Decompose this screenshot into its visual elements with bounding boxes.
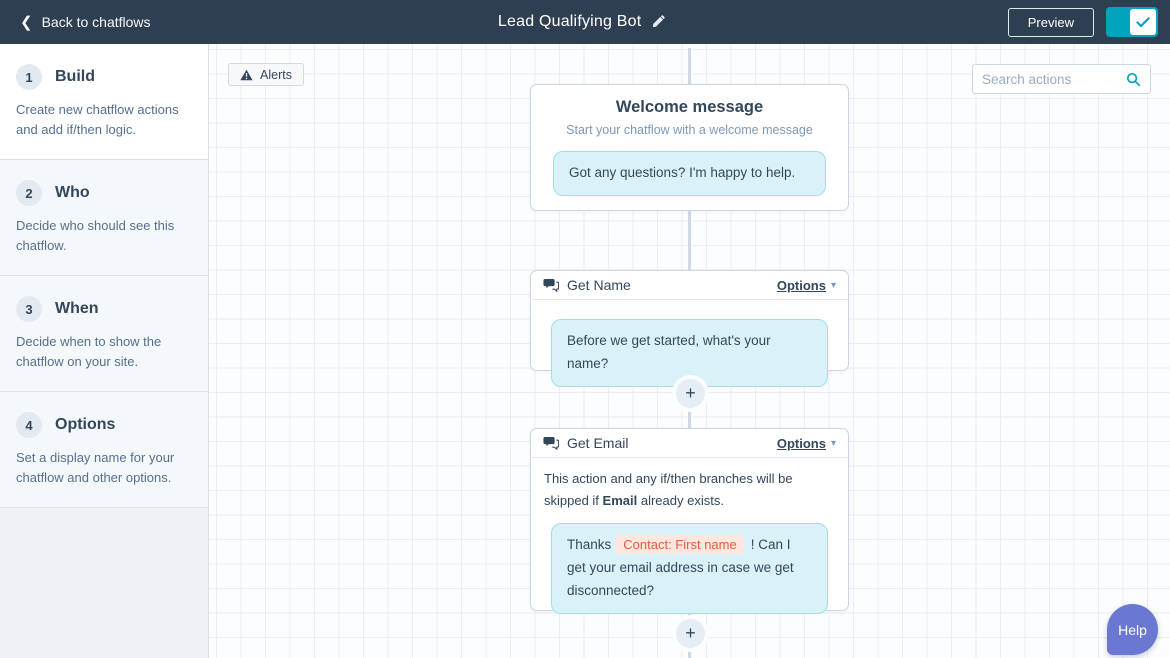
chat-action-icon bbox=[543, 279, 559, 292]
search-icon bbox=[1126, 72, 1141, 86]
skip-condition-note: This action and any if/then branches wil… bbox=[531, 458, 848, 512]
plus-icon: + bbox=[685, 383, 696, 403]
step-number-badge: 4 bbox=[16, 412, 42, 438]
note-text: already exists. bbox=[637, 493, 724, 509]
sidebar-step-when[interactable]: 3 When Decide when to show the chatflow … bbox=[0, 276, 208, 392]
note-property-name: Email bbox=[602, 493, 638, 509]
step-title: Build bbox=[55, 68, 95, 85]
add-action-button[interactable]: + bbox=[676, 619, 705, 648]
welcome-subtitle: Start your chatflow with a welcome messa… bbox=[566, 123, 813, 137]
step-description: Create new chatflow actions and add if/t… bbox=[16, 102, 179, 138]
step-description: Decide when to show the chatflow on your… bbox=[16, 334, 162, 370]
search-actions-box bbox=[972, 64, 1151, 94]
edit-pencil-icon[interactable] bbox=[651, 15, 666, 29]
welcome-message-card[interactable]: Welcome message Start your chatflow with… bbox=[530, 84, 849, 211]
step-number-badge: 1 bbox=[16, 64, 42, 90]
welcome-title: Welcome message bbox=[615, 98, 764, 116]
plus-icon: + bbox=[685, 623, 696, 643]
get-name-options-dropdown[interactable]: Options ▾ bbox=[777, 278, 836, 293]
get-email-card[interactable]: Get Email Options ▾ This action and any … bbox=[530, 428, 849, 614]
sidebar-step-build[interactable]: 1 Build Create new chatflow actions and … bbox=[0, 44, 208, 160]
connector-line bbox=[688, 211, 691, 270]
preview-button[interactable]: Preview bbox=[1007, 7, 1094, 37]
bubble-text: ! Can I get your email address in case w… bbox=[567, 537, 794, 599]
options-label: Options bbox=[776, 277, 826, 293]
connector-line bbox=[688, 48, 691, 84]
alerts-label: Alerts bbox=[260, 67, 292, 82]
help-button[interactable]: Help bbox=[1107, 604, 1158, 655]
welcome-chat-bubble[interactable]: Got any questions? I'm happy to help. bbox=[553, 151, 826, 196]
step-number-badge: 3 bbox=[16, 296, 42, 322]
title-area: Lead Qualifying Bot bbox=[497, 0, 666, 44]
step-description: Set a display name for your chatflow and… bbox=[16, 450, 175, 486]
back-chevron-icon: ❮ bbox=[20, 13, 33, 31]
sidebar-step-options[interactable]: 4 Options Set a display name for your ch… bbox=[0, 392, 208, 508]
step-title: Who bbox=[55, 184, 90, 201]
get-name-chat-bubble[interactable]: Before we get started, what's your name? bbox=[551, 319, 828, 387]
help-label: Help bbox=[1118, 621, 1147, 638]
back-to-chatflows-button[interactable]: ❮ Back to chatflows bbox=[12, 8, 159, 36]
publish-toggle[interactable] bbox=[1106, 7, 1158, 37]
topbar-actions: Preview bbox=[1007, 7, 1158, 37]
toggle-knob bbox=[1130, 9, 1156, 35]
step-title: Options bbox=[55, 416, 116, 433]
get-name-card[interactable]: Get Name Options ▾ Before we get started… bbox=[530, 270, 849, 387]
alerts-button[interactable]: Alerts bbox=[228, 63, 304, 86]
add-action-button[interactable]: + bbox=[676, 379, 705, 408]
step-description: Decide who should see this chatflow. bbox=[16, 218, 175, 254]
card-title: Get Name bbox=[567, 277, 631, 293]
top-bar: ❮ Back to chatflows Lead Qualifying Bot … bbox=[0, 0, 1170, 44]
chevron-down-icon: ▾ bbox=[830, 437, 836, 449]
back-label: Back to chatflows bbox=[41, 14, 151, 30]
step-title: When bbox=[55, 300, 99, 317]
warning-triangle-icon bbox=[240, 69, 253, 80]
personalization-token[interactable]: Contact: First name bbox=[616, 535, 744, 555]
card-title: Get Email bbox=[567, 435, 629, 451]
get-email-header: Get Email Options ▾ bbox=[531, 429, 848, 458]
search-actions-input[interactable] bbox=[982, 71, 1126, 87]
check-icon bbox=[1136, 16, 1150, 27]
chat-action-icon bbox=[543, 437, 559, 450]
note-text: This action and any if/then branches wil… bbox=[544, 471, 793, 509]
chevron-down-icon: ▾ bbox=[830, 279, 836, 291]
sidebar-step-who[interactable]: 2 Who Decide who should see this chatflo… bbox=[0, 160, 208, 276]
bubble-text: Thanks bbox=[567, 537, 612, 553]
get-name-header: Get Name Options ▾ bbox=[531, 271, 848, 300]
options-label: Options bbox=[776, 435, 826, 451]
steps-sidebar: 1 Build Create new chatflow actions and … bbox=[0, 44, 209, 658]
get-email-options-dropdown[interactable]: Options ▾ bbox=[777, 436, 836, 451]
step-number-badge: 2 bbox=[16, 180, 42, 206]
chatflow-title: Lead Qualifying Bot bbox=[497, 13, 642, 30]
